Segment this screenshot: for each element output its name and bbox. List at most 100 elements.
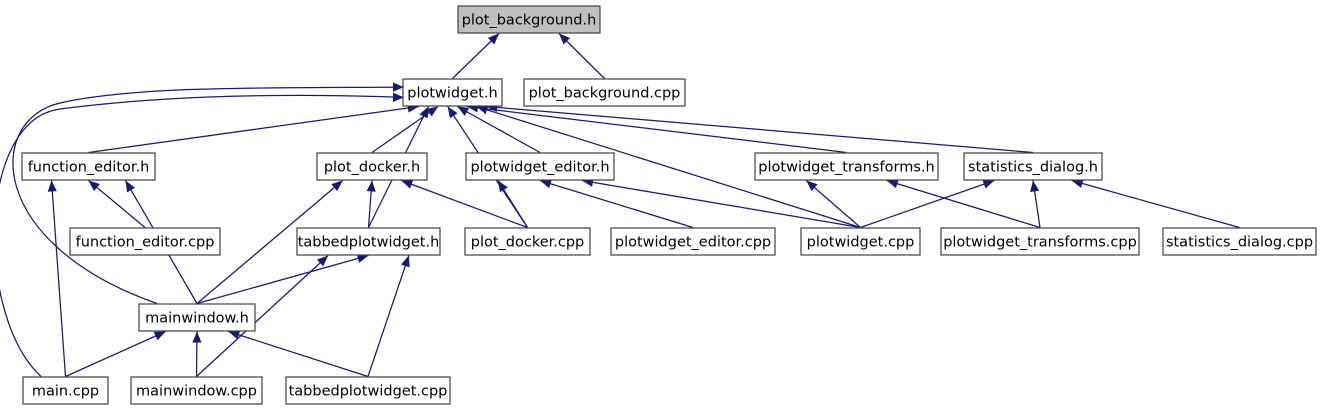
node-label: plot_background.h — [462, 13, 597, 29]
edge-arrowhead — [192, 331, 202, 343]
edge-arrowhead — [457, 106, 470, 116]
node-box[interactable] — [464, 227, 591, 256]
node-label: function_editor.h — [28, 160, 150, 176]
graph-node-plotwidget-transforms-cpp[interactable]: plotwidget_transforms.cpp — [940, 227, 1140, 256]
dependency-edge — [805, 180, 861, 228]
edge-arrowhead — [331, 180, 343, 192]
edge-arrowhead — [401, 180, 414, 189]
dependency-edge — [539, 179, 694, 229]
edge-arrowhead — [806, 180, 818, 192]
node-box[interactable] — [457, 5, 601, 34]
node-box[interactable] — [1162, 227, 1317, 256]
edge-arrowhead — [540, 179, 552, 189]
edge-arrowhead — [153, 331, 166, 341]
edge-arrowhead — [366, 180, 376, 192]
node-box[interactable] — [940, 227, 1140, 256]
node-label: statistics_dialog.h — [968, 160, 1098, 176]
dependency-edge — [228, 330, 369, 378]
graph-node-plot-background-h[interactable]: plot_background.h — [457, 5, 601, 34]
dependency-edge — [367, 255, 410, 377]
graph-node-plotwidget-editor-h[interactable]: plotwidget_editor.h — [465, 152, 615, 181]
graph-node-plot-docker-cpp[interactable]: plot_docker.cpp — [464, 227, 591, 256]
graph-node-mainwindow-cpp[interactable]: mainwindow.cpp — [130, 376, 263, 405]
dependency-edge — [860, 179, 995, 229]
dependency-edge — [486, 105, 1034, 154]
node-label: plot_background.cpp — [529, 86, 681, 102]
dependency-edge — [196, 180, 344, 304]
dependency-edge — [886, 179, 1041, 229]
node-box[interactable] — [130, 376, 263, 405]
edge-arrowhead — [447, 106, 458, 119]
edge-arrowhead — [316, 255, 329, 267]
edge-arrowhead — [982, 179, 995, 189]
node-label: plotwidget_transforms.h — [758, 160, 934, 176]
node-label: mainwindow.cpp — [136, 384, 257, 400]
dependency-edge — [457, 105, 541, 154]
dependency-edge — [466, 105, 847, 154]
graph-node-function-editor-h[interactable]: function_editor.h — [21, 152, 156, 181]
node-label: plotwidget_editor.cpp — [615, 235, 771, 251]
node-box[interactable] — [285, 376, 451, 405]
dependency-edge-curved — [0, 94, 405, 377]
node-label: tabbedplotwidget.h — [298, 235, 440, 251]
edge-arrowhead — [559, 33, 571, 45]
node-box[interactable] — [138, 303, 256, 332]
node-box[interactable] — [800, 227, 921, 256]
node-label: main.cpp — [32, 384, 99, 400]
graph-node-function-editor-cpp[interactable]: function_editor.cpp — [69, 227, 221, 256]
graph-node-statistics-dialog-h[interactable]: statistics_dialog.h — [963, 152, 1103, 181]
node-label: statistics_dialog.cpp — [1166, 235, 1313, 251]
node-layer: plot_background.h plotwidget.h plot_backgr… — [21, 5, 1317, 405]
node-box[interactable] — [610, 227, 776, 256]
node-label: plot_docker.h — [324, 160, 420, 176]
dependency-edge — [401, 179, 528, 229]
graph-node-main-cpp[interactable]: main.cpp — [22, 376, 109, 405]
graph-node-plotwidget-editor-cpp[interactable]: plotwidget_editor.cpp — [610, 227, 776, 256]
node-box[interactable] — [523, 78, 686, 107]
edge-arrowhead — [487, 33, 499, 45]
graph-node-statistics-dialog-cpp[interactable]: statistics_dialog.cpp — [1162, 227, 1317, 256]
edge-arrowhead — [228, 330, 241, 340]
node-label: plotwidget.h — [407, 86, 498, 102]
edge-arrowhead — [393, 92, 404, 102]
edge-arrowhead — [88, 180, 100, 192]
dependency-edge — [65, 330, 166, 378]
dependency-edge — [476, 105, 861, 229]
edge-arrowhead — [1030, 180, 1040, 193]
edge-arrowhead — [47, 180, 57, 192]
graph-node-mainwindow-h[interactable]: mainwindow.h — [138, 303, 256, 332]
node-label: function_editor.cpp — [76, 235, 215, 251]
node-box[interactable] — [316, 152, 428, 181]
node-box[interactable] — [69, 227, 221, 256]
dependency-edge-curved — [12, 86, 405, 305]
edge-arrowhead — [476, 105, 489, 115]
graph-node-plotwidget-transforms-h[interactable]: plotwidget_transforms.h — [754, 152, 939, 181]
graph-node-plotwidget-cpp[interactable]: plotwidget.cpp — [800, 227, 921, 256]
graph-node-tabbedplotwidget-h[interactable]: tabbedplotwidget.h — [296, 227, 441, 256]
edge-arrowhead — [125, 180, 136, 193]
dependency-edge — [581, 179, 861, 229]
node-box[interactable] — [754, 152, 939, 181]
graph-node-plot-background-cpp[interactable]: plot_background.cpp — [523, 78, 686, 107]
graph-node-tabbedplotwidget-cpp[interactable]: tabbedplotwidget.cpp — [285, 376, 451, 405]
dependency-edge — [196, 255, 329, 377]
edge-arrowhead — [356, 254, 369, 263]
node-label: plotwidget_editor.h — [470, 160, 609, 176]
dependency-edge — [88, 105, 419, 154]
edge-arrowhead — [426, 106, 439, 117]
node-box[interactable] — [22, 376, 109, 405]
dependency-edge — [1071, 179, 1240, 229]
graph-node-plotwidget-h[interactable]: plotwidget.h — [402, 78, 503, 107]
edge-arrowhead — [498, 180, 508, 193]
node-label: tabbedplotwidget.cpp — [289, 384, 448, 400]
graph-node-plot-docker-h[interactable]: plot_docker.h — [316, 152, 428, 181]
node-label: plotwidget_transforms.cpp — [943, 235, 1137, 251]
node-box[interactable] — [296, 227, 441, 256]
node-box[interactable] — [465, 152, 615, 181]
node-box[interactable] — [963, 152, 1103, 181]
node-box[interactable] — [402, 78, 503, 107]
edge-arrowhead — [886, 179, 899, 189]
node-box[interactable] — [21, 152, 156, 181]
